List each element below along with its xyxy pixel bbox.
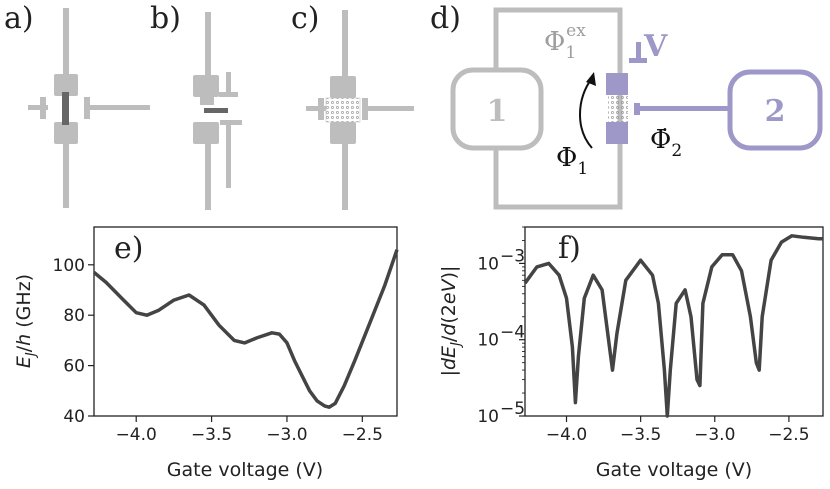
panel-label-a: a) [4, 1, 34, 36]
b-electrode-top [193, 75, 219, 97]
x-tick-label: −3.0 [266, 425, 307, 445]
panel-label-b: b) [150, 1, 181, 36]
box-1-label: 1 [487, 94, 508, 129]
y-tick-label: 10 [477, 407, 499, 427]
b-gate-1h [219, 92, 238, 97]
junction-bottom [606, 122, 628, 144]
chart-e-ticks: −4.0 −3.5 −3.0 −2.5 40 60 80 100 [53, 256, 383, 445]
b-step [200, 97, 214, 105]
lead-right-cap [84, 97, 90, 119]
lead-left [28, 105, 48, 110]
y-tick-label: 40 [63, 407, 85, 427]
electrode-bottom [54, 122, 78, 144]
chart-e-frame [93, 226, 398, 417]
chart-f-ticks: −4.0−3.5−3.0−2.510−510−410−3 [477, 226, 810, 445]
chart-f-frame [524, 226, 824, 417]
b-line-bottom [205, 140, 211, 210]
gate-line-bottom [63, 140, 69, 208]
y-tick-label: 100 [53, 256, 85, 276]
gate-stem [636, 42, 641, 60]
lead-left-cap [40, 97, 46, 119]
phi-arrow-head [586, 72, 596, 86]
phi-2-label: Φ̇2 [650, 125, 682, 161]
panel-label-f: f) [558, 231, 581, 266]
panel-label-e: e) [114, 231, 143, 266]
phi-ex-label: Φ1ex [544, 21, 586, 63]
box-2 [727, 69, 823, 151]
graphene-sheet [325, 97, 361, 123]
b-line-top [205, 12, 211, 77]
x-tick-label: −4.0 [546, 425, 587, 445]
chart-f: −4.0−3.5−3.0−2.510−510−410−3 f) Gate vol… [438, 226, 824, 481]
b-gate-1 [226, 72, 231, 96]
y-tick-exponent: −5 [500, 399, 525, 419]
chart-e: −4.0 −3.5 −3.0 −2.5 40 60 80 100 e) Gate voltag… [13, 226, 399, 481]
b-junction [204, 108, 228, 113]
junction-top [606, 73, 628, 95]
x-tick-label: −2.5 [768, 425, 809, 445]
gate-bar [629, 58, 647, 63]
y-tick-exponent: −4 [500, 323, 525, 343]
lead-right [84, 105, 150, 110]
x-tick-label: −3.5 [620, 425, 661, 445]
b-gate-2 [226, 120, 231, 188]
device-c [306, 10, 414, 210]
y-tick-label: 10 [477, 331, 499, 351]
chart-f-series-line [523, 234, 823, 418]
b-electrode-bottom [193, 122, 219, 144]
y-tick-label: 10 [477, 254, 499, 274]
device-a [28, 8, 150, 208]
panel-label-c: c) [291, 1, 320, 36]
chart-f-ylabel: |dEJ/d(2eV)| [438, 266, 464, 377]
chart-e-ylabel: EJ/h (GHz) [13, 274, 39, 368]
y-tick-exponent: −3 [500, 246, 525, 266]
voltage-label: V [643, 29, 668, 64]
phi-1-label: Φ1 [556, 143, 588, 179]
chart-f-xlabel: Gate voltage (V) [596, 459, 752, 481]
gate-line-top [63, 8, 69, 78]
box-1 [450, 67, 544, 151]
junction-graphene [608, 95, 628, 122]
circuit-d: 1 2 V Φ1ex Φ1 Φ̇2 [450, 7, 823, 210]
panel-label-d: d) [430, 1, 461, 36]
chart-e-xlabel: Gate voltage (V) [167, 459, 323, 481]
x-tick-label: −4.0 [116, 425, 157, 445]
electrode-top [54, 74, 78, 96]
x-tick-label: −3.5 [191, 425, 232, 445]
chart-e-series-line [92, 249, 399, 409]
x-tick-label: −2.5 [342, 425, 383, 445]
device-b [193, 12, 242, 210]
x-tick-label: −3.0 [694, 425, 735, 445]
junction-nanowire [62, 92, 69, 125]
y-tick-label: 60 [63, 357, 85, 377]
box-2-label: 2 [765, 94, 786, 129]
coupling-line [640, 106, 732, 111]
y-tick-label: 80 [63, 306, 85, 326]
phi-arrow [579, 77, 593, 149]
